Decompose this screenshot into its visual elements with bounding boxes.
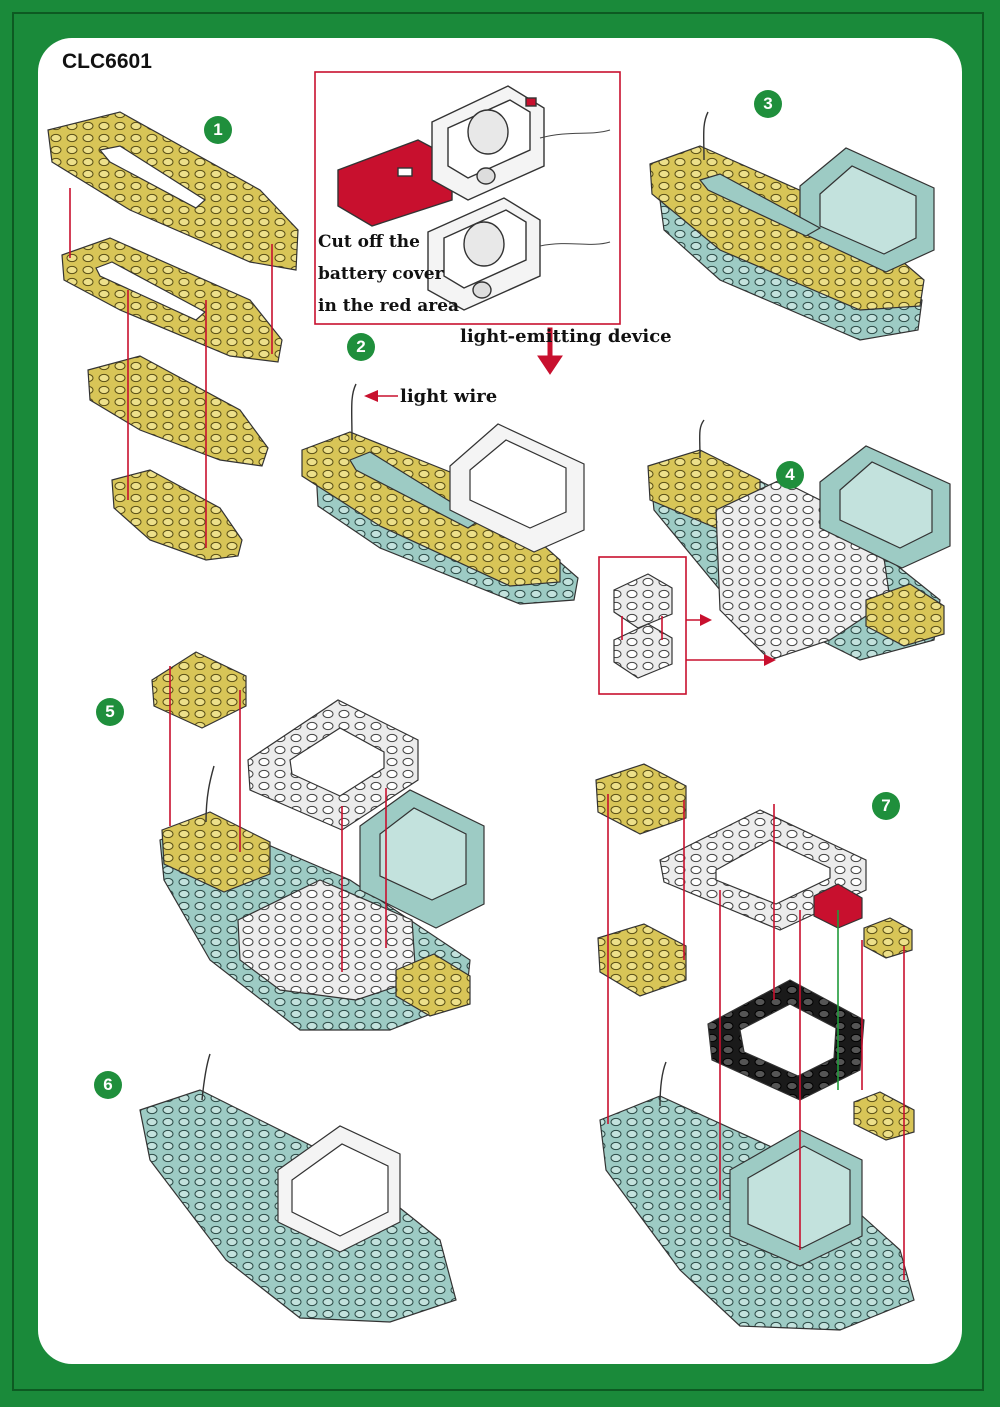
light-wire-pointer [364, 390, 398, 402]
step-badge-6: 6 [94, 1071, 122, 1099]
step7-assembly [595, 763, 915, 1331]
step1-guide-lines [69, 188, 273, 548]
light-emitting-device-label: light-emitting device [460, 326, 672, 347]
step3-assembly [649, 145, 935, 341]
step4-assembly [647, 445, 951, 661]
step-badge-2: 2 [347, 333, 375, 361]
note-line-3: in the red area [318, 296, 460, 316]
step6-assembly [139, 1089, 457, 1323]
note-line-1: Cut off the [318, 232, 420, 252]
step-badge-3: 3 [754, 90, 782, 118]
battery-box-open [337, 85, 545, 227]
step5-assembly [151, 651, 485, 1031]
step-badge-1: 1 [204, 116, 232, 144]
model-code: CLC6601 [62, 50, 152, 73]
step2-assembly [301, 423, 585, 605]
battery-cover-note: Cut off the battery cover in the red are… [318, 226, 459, 322]
battery-wires [539, 129, 611, 247]
frame-inner-line [12, 12, 984, 1391]
step-badge-4: 4 [776, 461, 804, 489]
battery-box-closed [427, 197, 541, 311]
step-badge-5: 5 [96, 698, 124, 726]
step1-assembly [47, 111, 299, 561]
light-wire-label: light wire [400, 386, 498, 407]
down-arrow [537, 327, 563, 375]
step-badge-7: 7 [872, 792, 900, 820]
note-line-2: battery cover [318, 264, 444, 284]
